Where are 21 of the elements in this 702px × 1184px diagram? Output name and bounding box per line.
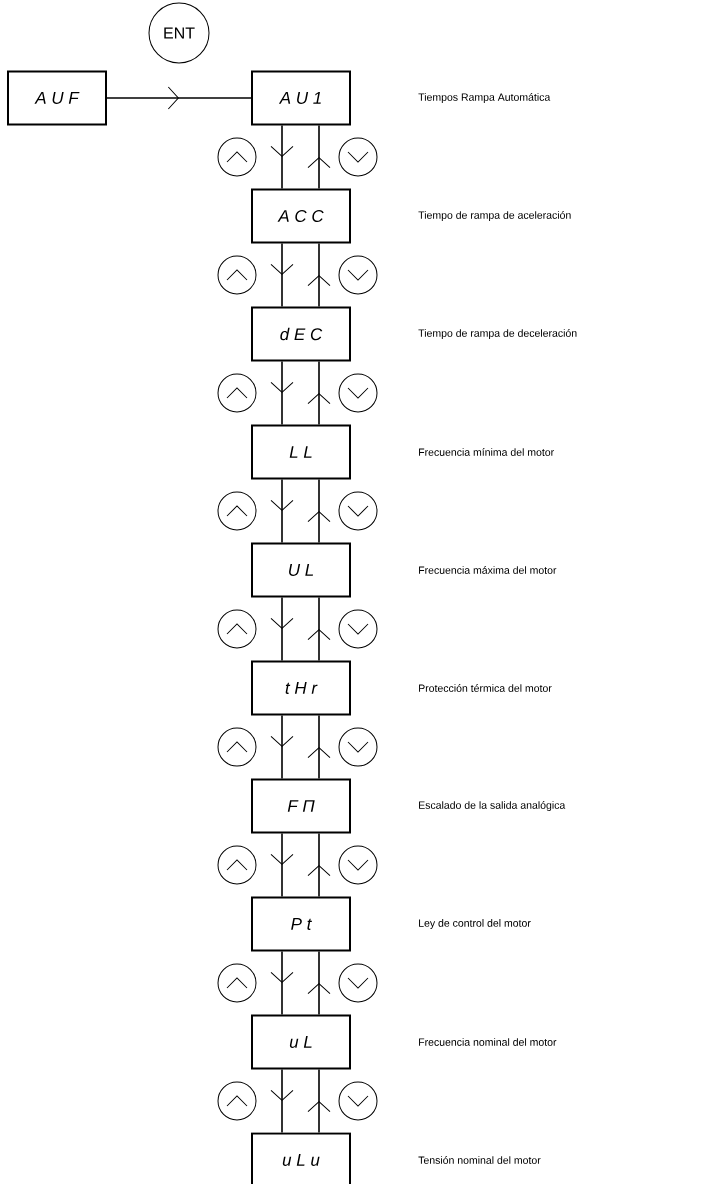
- display-box: d E C: [251, 306, 351, 362]
- description-text: Tiempo de rampa de deceleración: [418, 329, 577, 339]
- description-text: Frecuencia mínima del motor: [419, 448, 554, 456]
- display-box: F Π: [251, 778, 351, 834]
- display-box: t H r: [251, 660, 351, 716]
- display-box: A U 1: [251, 70, 351, 126]
- description-text: Frecuencia máxima del motor: [419, 566, 557, 574]
- display-box: A C C: [251, 188, 351, 244]
- display-box: u L u: [251, 1132, 351, 1184]
- description-text: Protección térmica del motor: [419, 684, 552, 692]
- display-box: u L: [251, 1014, 351, 1070]
- display-box: L L: [251, 424, 351, 480]
- description-text: Tiempo de rampa de aceleración: [418, 211, 571, 221]
- description-text: Escalado de la salida analógica: [419, 801, 566, 811]
- description-text: Ley de control del motor: [419, 919, 531, 929]
- display-box: A U F: [7, 70, 107, 126]
- description-text: Tiempos Rampa Automática: [418, 93, 551, 103]
- description-text: Frecuencia nominal del motor: [419, 1038, 557, 1046]
- display-box: P t: [251, 896, 351, 952]
- description-text: Tensión nominal del motor: [418, 1156, 541, 1164]
- display-box: U L: [251, 542, 351, 598]
